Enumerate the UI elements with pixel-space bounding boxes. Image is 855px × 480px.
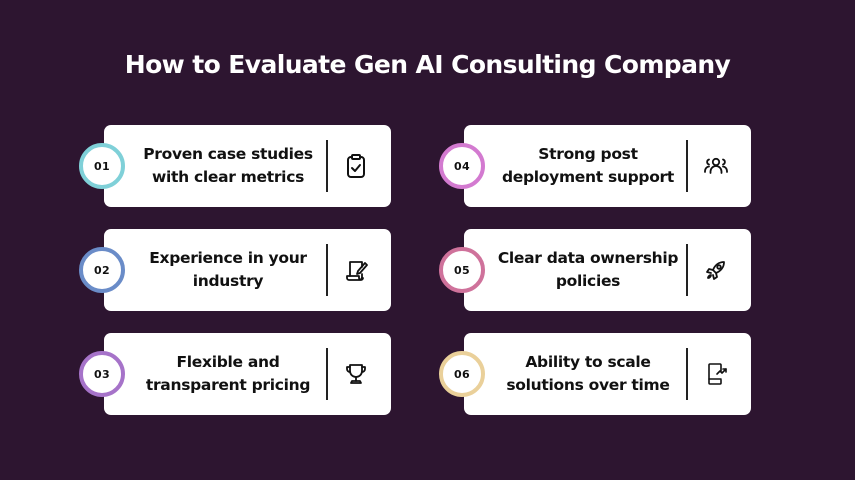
clipboard-check-icon <box>342 152 370 180</box>
divider <box>326 348 328 400</box>
card-body: Strong post deployment support <box>464 125 751 207</box>
criteria-label: Clear data ownership policies <box>497 249 679 290</box>
criteria-card-06: Ability to scale solutions over time 06 <box>439 333 751 415</box>
mobile-growth-icon <box>702 360 730 388</box>
trophy-icon <box>342 360 370 388</box>
card-body: Flexible and transparent pricing <box>104 333 391 415</box>
step-number-badge: 02 <box>79 247 125 293</box>
step-number-badge: 03 <box>79 351 125 397</box>
divider <box>326 140 328 192</box>
criteria-card-02: Experience in your industry 02 <box>79 229 391 311</box>
criteria-label: Experience in your industry <box>149 249 307 290</box>
criteria-card-01: Proven case studies with clear metrics 0… <box>79 125 391 207</box>
criteria-card-04: Strong post deployment support 04 <box>439 125 751 207</box>
card-body: Experience in your industry <box>104 229 391 311</box>
criteria-card-05: Clear data ownership policies 05 <box>439 229 751 311</box>
criteria-label: Proven case studies with clear metrics <box>143 145 313 186</box>
step-number-badge: 04 <box>439 143 485 189</box>
card-body: Proven case studies with clear metrics <box>104 125 391 207</box>
card-body: Ability to scale solutions over time <box>464 333 751 415</box>
criteria-label: Strong post deployment support <box>501 145 675 186</box>
divider <box>326 244 328 296</box>
contract-scroll-pen-icon <box>342 256 370 284</box>
criteria-card-03: Flexible and transparent pricing 03 <box>79 333 391 415</box>
step-number-badge: 06 <box>439 351 485 397</box>
card-body: Clear data ownership policies <box>464 229 751 311</box>
criteria-label: Flexible and transparent pricing <box>145 353 311 394</box>
team-users-icon <box>702 152 730 180</box>
step-number-badge: 01 <box>79 143 125 189</box>
step-number-badge: 05 <box>439 247 485 293</box>
rocket-icon <box>702 256 730 284</box>
divider <box>686 348 688 400</box>
divider <box>686 140 688 192</box>
page-title: How to Evaluate Gen AI Consulting Compan… <box>124 50 731 79</box>
criteria-label: Ability to scale solutions over time <box>506 353 670 394</box>
divider <box>686 244 688 296</box>
